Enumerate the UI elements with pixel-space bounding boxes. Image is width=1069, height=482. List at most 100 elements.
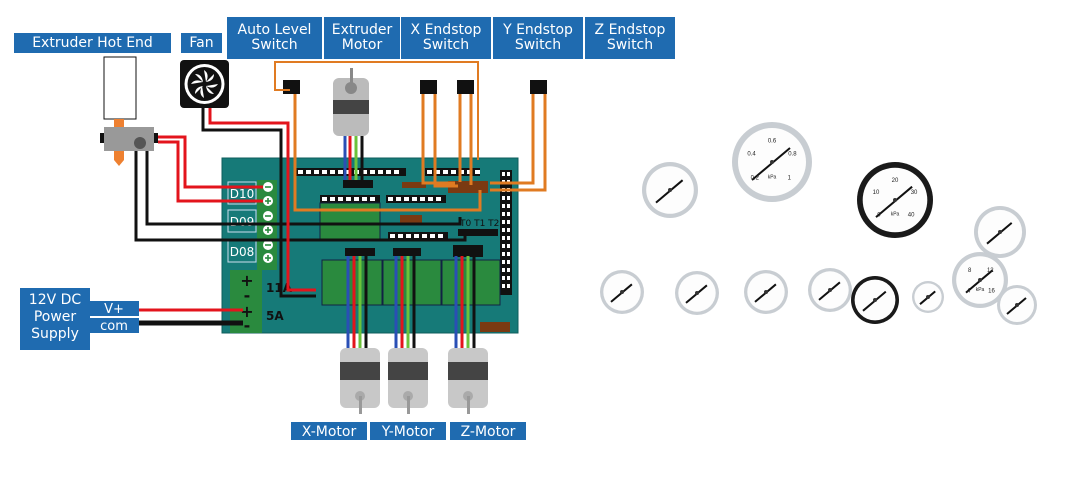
gauge-icon — [808, 268, 852, 312]
gauge-hub — [764, 290, 768, 294]
header-pin — [507, 244, 510, 248]
header-pin — [502, 196, 505, 200]
gauge-icon — [600, 270, 644, 314]
gauge-icon — [997, 285, 1037, 325]
gauge-hub — [998, 230, 1002, 234]
header-pin — [396, 197, 401, 201]
endstop-connectors — [400, 181, 510, 332]
header-pin — [507, 172, 510, 176]
power-minus-2: - — [244, 316, 251, 335]
stepper-drivers — [319, 180, 501, 306]
header-pin — [370, 197, 375, 201]
gauge-hub — [893, 198, 897, 202]
com-box — [90, 318, 139, 333]
gauge-hub — [828, 288, 832, 292]
header-pin — [414, 234, 419, 238]
header-pin — [507, 236, 510, 240]
gauge-icon — [642, 162, 698, 218]
header-pin — [388, 197, 393, 201]
label-z-motor: Z-Motor — [461, 424, 516, 440]
header-pin — [394, 170, 399, 174]
gauge-scale-label: 0.6 — [768, 139, 777, 145]
header-pin — [443, 170, 448, 174]
endstop-switches — [283, 80, 547, 94]
label-fan: Fan — [181, 33, 222, 53]
gauge-scale-label: 20 — [892, 178, 899, 184]
header-pin — [502, 212, 505, 216]
header-pin — [507, 284, 510, 288]
label-v-plus: V+ — [104, 302, 124, 317]
label-y-motor: Y-Motor — [381, 424, 435, 440]
gauge-hub — [620, 290, 624, 294]
gauge-icon — [732, 122, 812, 202]
header-pin — [502, 228, 505, 232]
gauge-icon — [857, 162, 933, 238]
header-pin — [502, 244, 505, 248]
header-pin — [507, 276, 510, 280]
stepper-motor-wires — [346, 256, 476, 350]
header-pin — [330, 197, 335, 201]
header-pin — [502, 252, 505, 256]
gauge-needle — [751, 147, 791, 181]
gauge-icon — [974, 206, 1026, 258]
gauge-scale-label: 0.4 — [747, 151, 756, 157]
label-line: Motor — [341, 37, 383, 53]
gauge-unit-label: kPa — [768, 175, 777, 181]
header-pin — [502, 284, 505, 288]
power-plus-2: + — [240, 302, 253, 321]
power-supply-line-3: Supply — [31, 326, 79, 342]
stepper-motors — [340, 348, 488, 414]
header-pin — [404, 197, 409, 201]
label-x-endstop-switch: X Endstop Switch — [401, 17, 491, 59]
header-pin — [298, 170, 303, 174]
label-com: com — [100, 319, 128, 334]
gauge-hub — [695, 291, 699, 295]
header-pin — [438, 234, 443, 238]
header-pin — [346, 197, 351, 201]
header-pin — [502, 268, 505, 272]
stepper-motor-icon — [448, 348, 488, 414]
header-pin — [338, 197, 343, 201]
pressure-gauges-photo — [600, 122, 1037, 325]
power-minus-1: - — [244, 286, 251, 305]
header-pin — [314, 170, 319, 174]
label-line: Z Endstop — [594, 22, 666, 38]
gauge-scale-label: 0 — [877, 212, 881, 218]
header-pin — [370, 170, 375, 174]
v-plus-box — [90, 301, 139, 316]
motor-band — [340, 362, 380, 380]
gauge-hub — [1015, 303, 1019, 307]
power-supply-line-2: Power — [34, 309, 77, 325]
header-pin — [386, 170, 391, 174]
label-11a: 11A — [266, 281, 293, 295]
z-motor-box — [450, 422, 526, 440]
gauge-icon — [952, 252, 1008, 308]
header-pin — [406, 234, 411, 238]
header-pin — [390, 234, 395, 238]
label-d10: D10 — [230, 187, 255, 201]
header-pin — [430, 234, 435, 238]
header-pin — [306, 170, 311, 174]
gauge-scale-label: 40 — [908, 212, 915, 218]
header-pin — [420, 197, 425, 201]
label-z-endstop-switch: Z Endstop Switch — [585, 17, 675, 59]
motor-shaft — [359, 396, 362, 414]
header-pin — [378, 170, 383, 174]
label-5a: 5A — [266, 309, 284, 323]
motor-shaft — [407, 396, 410, 414]
power-supply-line-1: 12V DC — [29, 292, 82, 308]
gauge-scale-label: 12 — [987, 268, 994, 274]
header-pin — [412, 197, 417, 201]
label-line: Switch — [606, 37, 654, 53]
power-supply-box — [20, 288, 90, 350]
gauge-needle — [875, 185, 913, 218]
header-pin — [507, 204, 510, 208]
gauge-hub — [668, 188, 672, 192]
label-line: X Endstop — [410, 22, 482, 38]
d10-box — [227, 181, 257, 205]
header-pin — [322, 197, 327, 201]
label-line: Switch — [422, 37, 470, 53]
header-pin — [502, 260, 505, 264]
header-pin — [436, 197, 441, 201]
header-pin — [507, 268, 510, 272]
